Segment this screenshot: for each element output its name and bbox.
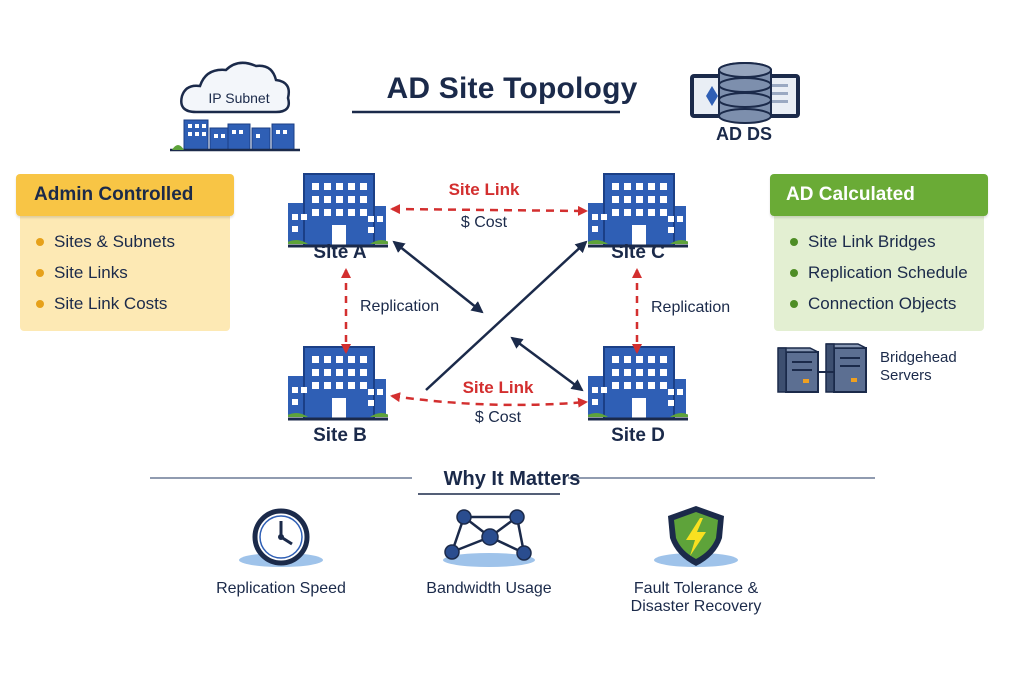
why-item-line1: Fault Tolerance & xyxy=(633,580,759,597)
list-item-label: Replication Schedule xyxy=(808,263,968,282)
ad-ds-database-icon xyxy=(690,62,800,124)
admin-controlled-list: Sites & Subnets Site Links Site Link Cos… xyxy=(36,232,175,325)
ad-calculated-header: AD Calculated xyxy=(770,174,988,216)
why-item-fault-tolerance: Fault Tolerance & Disaster Recovery xyxy=(606,580,786,616)
why-item-line2: Disaster Recovery xyxy=(630,598,762,615)
ad-calculated-title: AD Calculated xyxy=(786,184,915,205)
site-link-top-label: Site Link xyxy=(448,180,520,199)
shield-lightning-icon xyxy=(654,506,738,567)
why-item-bandwidth-usage: Bandwidth Usage xyxy=(404,580,574,598)
site-a-building-icon xyxy=(288,172,388,248)
replication-right-label: Replication xyxy=(651,299,731,316)
bullet-icon xyxy=(36,300,44,308)
site-b-label: Site B xyxy=(313,425,367,446)
bullet-icon xyxy=(790,269,798,277)
bullet-icon xyxy=(36,269,44,277)
admin-controlled-panel: Admin Controlled Sites & Subnets Site Li… xyxy=(16,174,234,331)
site-link-top-cost: $ Cost xyxy=(460,214,508,231)
ad-calculated-list: Site Link Bridges Replication Schedule C… xyxy=(790,232,968,325)
why-item-line1: Replication Speed xyxy=(216,580,346,597)
list-item-label: Connection Objects xyxy=(808,294,957,313)
bridgehead-line2: Servers xyxy=(880,367,932,384)
site-link-bottom-arrow xyxy=(390,392,588,408)
ad-ds-label: AD DS xyxy=(715,124,772,144)
network-icon xyxy=(443,509,535,567)
list-item: Site Links xyxy=(36,263,175,294)
bridgehead-servers-label: Bridgehead Servers xyxy=(880,349,980,385)
list-item-label: Sites & Subnets xyxy=(54,232,175,251)
replication-left-label: Replication xyxy=(360,298,440,315)
why-item-line1: Bandwidth Usage xyxy=(426,580,552,597)
ip-subnet-label: IP Subnet xyxy=(208,90,270,106)
site-link-top-arrow xyxy=(390,204,588,216)
list-item: Site Link Bridges xyxy=(790,232,968,263)
list-item-label: Site Link Costs xyxy=(54,294,168,313)
bullet-icon xyxy=(790,238,798,246)
bullet-icon xyxy=(36,238,44,246)
list-item: Sites & Subnets xyxy=(36,232,175,263)
admin-controlled-title: Admin Controlled xyxy=(34,184,194,205)
diagonal-arrow-a-center xyxy=(392,240,484,314)
bridgehead-servers-icon xyxy=(777,343,867,393)
site-b-building-icon xyxy=(288,345,388,421)
bullet-icon xyxy=(790,300,798,308)
diagonal-arrow-center-d xyxy=(510,336,584,392)
site-d-label: Site D xyxy=(611,425,665,446)
site-d-building-icon xyxy=(588,345,688,421)
site-link-bottom-cost: $ Cost xyxy=(474,409,522,426)
site-link-bottom-label: Site Link xyxy=(462,378,534,397)
list-item: Replication Schedule xyxy=(790,263,968,294)
why-it-matters-title: Why It Matters xyxy=(443,468,581,490)
why-item-replication-speed: Replication Speed xyxy=(196,580,366,598)
clock-icon xyxy=(239,508,323,567)
list-item-label: Site Links xyxy=(54,263,128,282)
admin-controlled-header: Admin Controlled xyxy=(16,174,234,216)
site-c-building-icon xyxy=(588,172,688,248)
list-item: Site Link Costs xyxy=(36,294,175,325)
list-item-label: Site Link Bridges xyxy=(808,232,936,251)
ip-subnet-cloud-icon xyxy=(170,61,300,152)
bridgehead-line1: Bridgehead xyxy=(880,349,957,366)
site-a-label: Site A xyxy=(313,242,367,263)
ad-calculated-panel: AD Calculated Site Link Bridges Replicat… xyxy=(770,174,988,331)
page-title: AD Site Topology xyxy=(386,72,638,105)
diagonal-arrow-b-c xyxy=(425,240,588,391)
list-item: Connection Objects xyxy=(790,294,968,325)
site-c-label: Site C xyxy=(611,242,665,263)
